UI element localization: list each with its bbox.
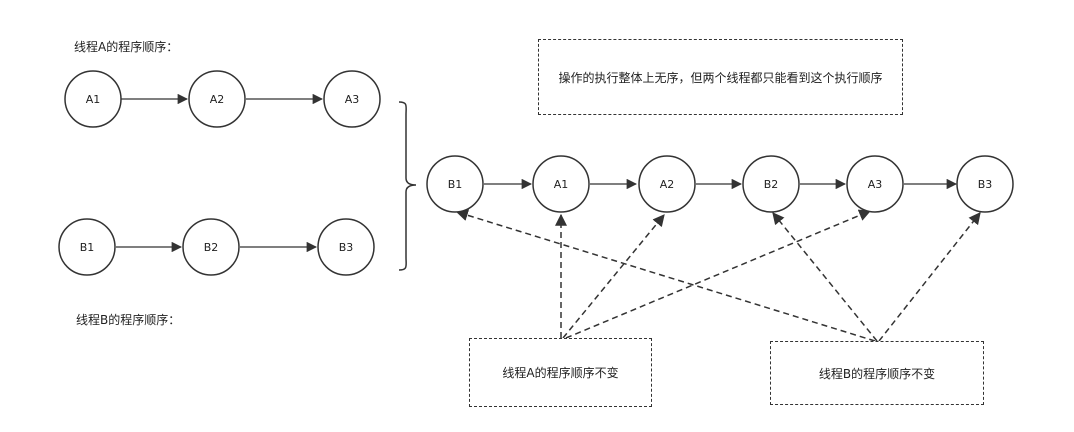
- dashed-arrow-a-to-a2: [562, 214, 665, 339]
- svg-text:B2: B2: [204, 241, 219, 254]
- thread-a-unchanged-box: 线程A的程序顺序不变: [469, 338, 652, 407]
- node-thread-a-3: A3: [323, 70, 381, 128]
- svg-text:B2: B2: [764, 178, 779, 191]
- brace-shape: [398, 101, 417, 271]
- execution-note-box: 操作的执行整体上无序，但两个线程都只能看到这个执行顺序: [538, 39, 903, 115]
- execution-note-text: 操作的执行整体上无序，但两个线程都只能看到这个执行顺序: [558, 70, 883, 85]
- svg-text:A2: A2: [660, 178, 675, 191]
- node-thread-b-2: B2: [182, 218, 240, 276]
- node-merged-1: B1: [426, 155, 484, 213]
- svg-text:A3: A3: [868, 178, 883, 191]
- thread-b-unchanged-box: 线程B的程序顺序不变: [770, 341, 984, 405]
- thread-a-unchanged-text: 线程A的程序顺序不变: [502, 366, 619, 380]
- node-merged-3: A2: [638, 155, 696, 213]
- node-merged-4: B2: [742, 155, 800, 213]
- thread-a-order-label: 线程A的程序顺序：: [74, 40, 179, 54]
- svg-text:B3: B3: [339, 241, 354, 254]
- svg-text:A2: A2: [210, 93, 225, 106]
- thread-b-order-label: 线程B的程序顺序：: [76, 313, 181, 327]
- svg-text:B3: B3: [978, 178, 993, 191]
- node-merged-6: B3: [956, 155, 1014, 213]
- svg-text:A1: A1: [554, 178, 569, 191]
- dashed-arrow-b-to-b3: [878, 212, 981, 342]
- thread-b-unchanged-text: 线程B的程序顺序不变: [818, 366, 936, 381]
- svg-text:A3: A3: [345, 93, 360, 106]
- node-thread-b-3: B3: [317, 218, 375, 276]
- dashed-arrow-b-to-b2: [772, 212, 878, 342]
- svg-text:B1: B1: [448, 178, 463, 191]
- node-merged-5: A3: [846, 155, 904, 213]
- svg-text:A1: A1: [86, 93, 101, 106]
- dashed-arrow-a-to-a3: [565, 209, 872, 339]
- node-merged-2: A1: [532, 155, 590, 213]
- svg-text:B1: B1: [80, 241, 95, 254]
- node-thread-b-1: B1: [58, 218, 116, 276]
- node-thread-a-1: A1: [64, 70, 122, 128]
- node-thread-a-2: A2: [188, 70, 246, 128]
- dashed-arrow-b-to-b1: [455, 209, 876, 342]
